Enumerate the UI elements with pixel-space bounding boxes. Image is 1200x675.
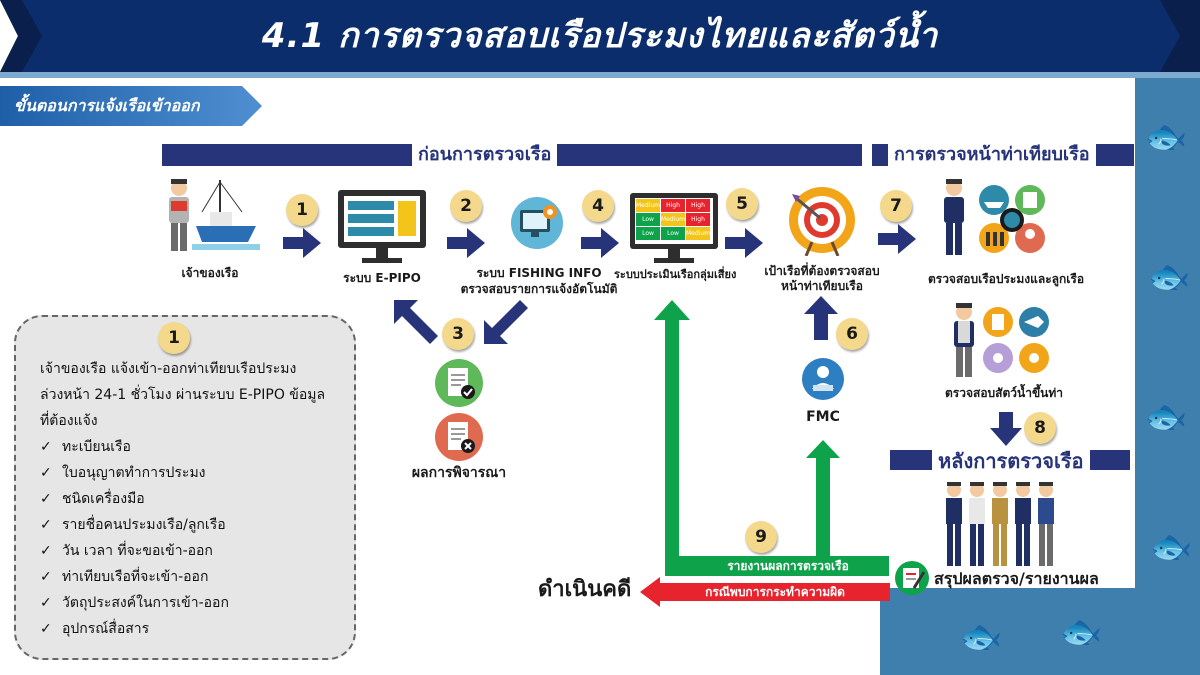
checklist-item: ✓อุปกรณ์สื่อสาร [40,616,350,642]
node-fishing-info-label-2: ตรวจสอบรายการแจ้งอัตโนมัติ [460,282,618,296]
arrow-up-icon [804,296,838,340]
node-inspect-catch-label: ตรวจสอบสัตว์น้ำขึ้นท่า [944,386,1063,400]
fish-icon: 🐟 [1060,612,1103,652]
step-badge-2: 2 [450,190,482,222]
green-arrow-up-fmc [806,440,840,564]
check-icon: ✓ [40,543,52,559]
arrow-right-icon [581,228,619,258]
fish-icon: 🐟 [1145,117,1188,157]
checklist-item: ✓วัน เวลา ที่จะขอเข้า-ออก [40,538,350,564]
risk-cell: Medium [686,227,710,240]
node-owner-label: เจ้าของเรือ [181,266,239,280]
title-banner [0,0,1200,78]
notice-line: เจ้าของเรือ แจ้งเข้า-ออกท่าเทียบเรือประม… [40,361,297,377]
risk-cell: High [686,199,710,212]
arrow-right-icon [447,228,485,258]
officers-group-icon [946,482,1054,566]
arrow-up-left-icon [394,300,438,344]
notice-line: ที่ต้องแจ้ง [40,413,98,429]
check-icon: ✓ [40,491,52,507]
page-title: 4.1 การตรวจสอบเรือประมงไทยและสัตว์น้ำ [261,16,939,56]
arrow-down-icon [990,412,1022,446]
checklist-item: ✓ท่าเทียบเรือที่จะเข้า-ออก [40,564,350,590]
node-target-label-1: เป้าเรือที่ต้องตรวจสอบ [764,264,880,278]
step-badge-8: 8 [1024,412,1056,444]
section-label-before: ก่อนการตรวจเรือ [412,144,558,166]
step-badge-7: 7 [880,190,912,222]
node-prosecute-label: ดำเนินคดี [538,577,632,602]
step-tag-label: ขั้นตอนการแจ้งเรือเข้าออก [14,96,200,115]
check-icon: ✓ [40,439,52,455]
node-risk-label: ระบบประเมินเรือกลุ่มเสี่ยง [614,268,737,281]
risk-cell: Low [636,227,660,240]
risk-cell: High [686,213,710,226]
section-label-after: หลังการตรวจเรือ [932,448,1090,474]
risk-cell: Low [661,227,685,240]
arrow-right-icon [283,228,321,258]
notice-content: เจ้าของเรือ แจ้งเข้า-ออกท่าเทียบเรือประม… [40,356,350,642]
arrow-down-left-icon [484,300,528,344]
step-badge-1: 1 [286,194,318,226]
arrow-right-icon [878,224,916,254]
report-document-icon [895,561,929,595]
step-badge-9: 9 [745,521,777,553]
node-fishing-info-label-1: ระบบ FISHING INFO [476,266,602,280]
risk-cell: Medium [636,199,660,212]
inspector-catch-icon [954,303,1049,377]
risk-cell: Low [636,213,660,226]
checklist-item: ✓ทะเบียนเรือ [40,434,350,460]
node-result-label: ผลการพิจารณา [411,465,507,481]
boat-owner-icon [169,179,260,251]
checklist-item: ✓ใบอนุญาตทำการประมง [40,460,350,486]
section-label-port: การตรวจหน้าท่าเทียบเรือ [888,144,1096,166]
sea-pattern-right [1135,78,1200,675]
notice-line: ล่วงหน้า 24-1 ชั่วโมง ผ่านระบบ E-PIPO ข้… [40,387,326,403]
step-badge-6: 6 [836,318,868,350]
green-arrow-up-risk [654,300,690,570]
node-epipo-label: ระบบ E-PIPO [343,271,421,285]
red-violation-label: กรณีพบการกระทำความผิด [705,585,845,599]
fish-icon: 🐟 [1145,397,1188,437]
step-badge-5: 5 [726,188,758,220]
node-target-label-2: หน้าท่าเทียบเรือ [781,279,863,293]
checklist-item: ✓รายชื่อคนประมงเรือ/ลูกเรือ [40,512,350,538]
green-report-label: รายงานผลการตรวจเรือ [727,559,849,573]
step-badge-4: 4 [582,190,614,222]
node-summary-label: สรุปผลตรวจ/รายงานผล [934,569,1099,588]
arrow-right-icon [725,228,763,258]
red-arrow-left [640,577,890,607]
node-fmc-label: FMC [806,409,840,425]
check-icon: ✓ [40,465,52,481]
notice-step-badge: 1 [158,322,190,354]
fishing-info-icon [511,197,563,249]
node-inspect-vessel-label: ตรวจสอบเรือประมงและลูกเรือ [927,272,1085,286]
fmc-operator-icon [802,358,844,400]
fish-icon: 🐟 [1150,527,1193,567]
check-icon: ✓ [40,595,52,611]
fish-icon: 🐟 [960,617,1003,657]
step-badge-3: 3 [442,318,474,350]
inspector-vessel-icon [944,179,1045,255]
notice-box [14,315,356,660]
check-icon: ✓ [40,569,52,585]
fish-icon: 🐟 [1148,257,1191,297]
target-icon [789,187,855,256]
step-tag [0,86,262,126]
checklist-item: ✓วัตถุประสงค์ในการเข้า-ออก [40,590,350,616]
monitor-icon [338,190,426,263]
rejected-document-icon [435,413,483,461]
approved-document-icon [435,359,483,407]
sea-pattern-bottom [880,588,1200,675]
checklist-item: ✓ชนิดเครื่องมือ [40,486,350,512]
risk-cell: Medium [661,213,685,226]
check-icon: ✓ [40,621,52,637]
risk-cell: High [661,199,685,212]
check-icon: ✓ [40,517,52,533]
green-report-bar [665,556,889,576]
